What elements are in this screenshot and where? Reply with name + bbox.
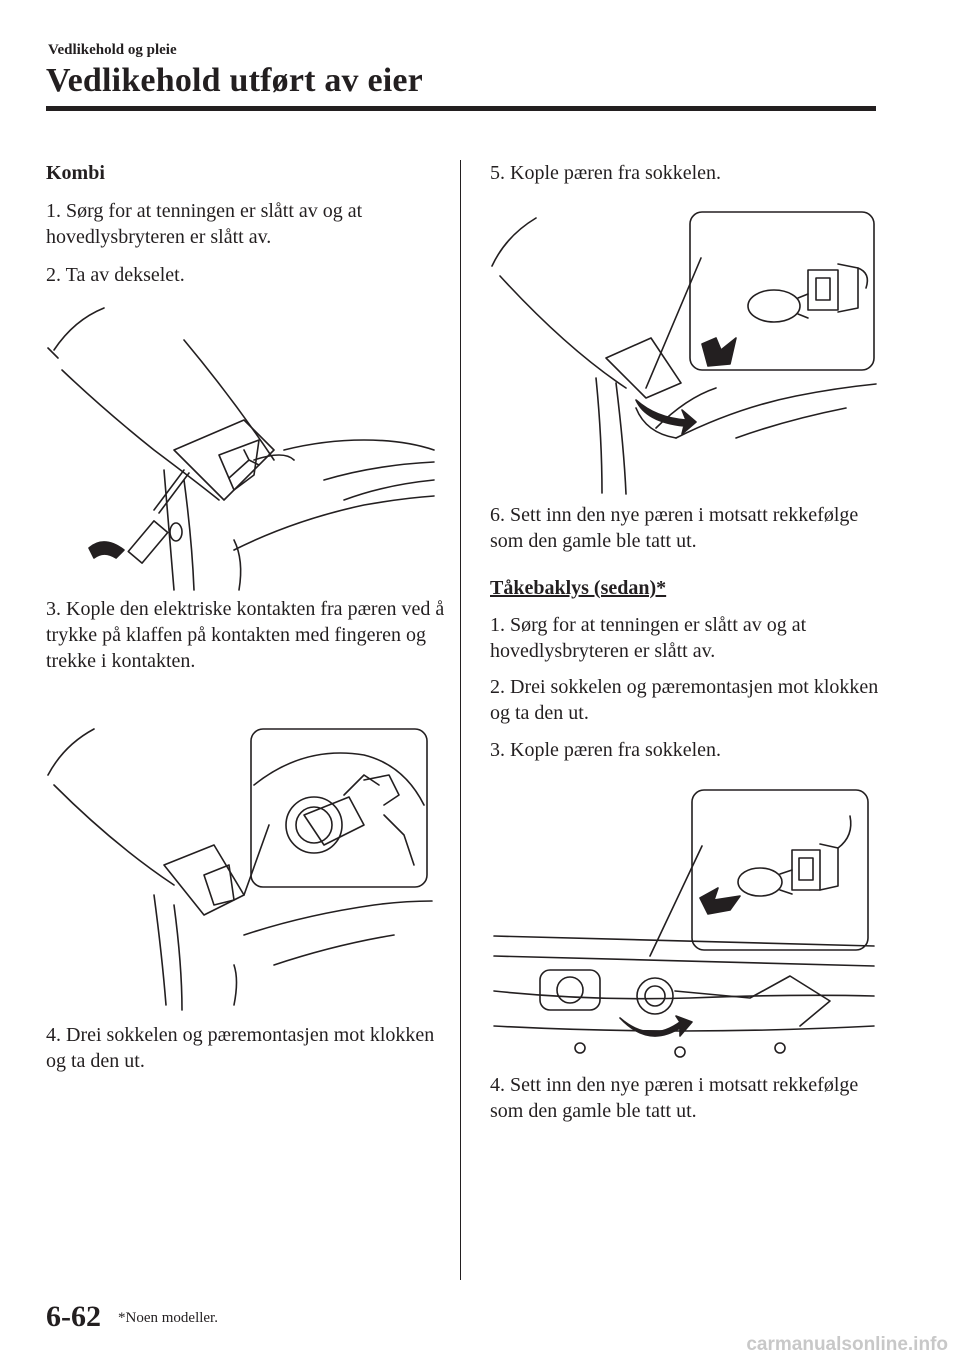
footnote: *Noen modeller. xyxy=(118,1310,218,1326)
step-text-continued: rekkefølge som den gamle ble tatt ut. xyxy=(490,504,859,552)
step-text: Kople pæren fra sokkelen. xyxy=(510,162,722,184)
page-number: 6-62 xyxy=(46,1300,101,1333)
right-step-5: 5. Kople pæren fra sokkelen. xyxy=(490,160,890,186)
step-number: 3. xyxy=(46,598,61,620)
right-fog-step-2: 2. Drei sokkelen og pæremontasjen mot kl… xyxy=(490,674,890,726)
step-text: Sett inn den nye pæren i motsatt xyxy=(510,1074,768,1096)
step-text: Sett inn den nye pæren i motsatt xyxy=(510,504,768,526)
step-number: 2. xyxy=(490,676,505,698)
step-text-continued: klokken og ta den ut. xyxy=(46,1024,435,1072)
right-fog-step-4: 4. Sett inn den nye pæren i motsatt rekk… xyxy=(490,1072,890,1124)
step-text-continued: klokken og ta den ut. xyxy=(490,676,879,724)
page-title: Vedlikehold utført av eier xyxy=(46,62,423,99)
illustration-cover-removal xyxy=(47,307,435,591)
watermark: carmanualsonline.info xyxy=(746,1334,948,1355)
left-step-1: 1. Sørg for at tenningen er slått av og … xyxy=(46,198,446,250)
step-text-continued: rekkefølge som den gamle ble tatt ut. xyxy=(490,1074,859,1122)
step-text-continued: hovedlysbryteren er slått av. xyxy=(46,226,272,248)
illustration-connector-removal xyxy=(47,728,433,1011)
step-number: 1. xyxy=(46,200,61,222)
step-number: 4. xyxy=(490,1074,505,1096)
step-text: Sørg for at tenningen er slått av og at xyxy=(510,614,807,636)
right-step-6: 6. Sett inn den nye pæren i motsatt rekk… xyxy=(490,502,890,554)
heading-kombi: Kombi xyxy=(46,162,105,184)
step-number: 4. xyxy=(46,1024,61,1046)
left-step-3: 3. Kople den elektriske kontakten fra pæ… xyxy=(46,596,446,674)
step-number: 5. xyxy=(490,162,505,184)
step-number: 2. xyxy=(46,264,61,286)
step-text: Sørg for at tenningen er slått av og at xyxy=(66,200,363,222)
step-text: Drei sokkelen og pæremontasjen mot xyxy=(510,676,809,698)
step-number: 1. xyxy=(490,614,505,636)
left-step-2: 2. Ta av dekselet. xyxy=(46,262,446,288)
step-number: 3. xyxy=(490,739,505,761)
step-text: Kople pæren fra sokkelen. xyxy=(510,739,722,761)
left-step-4: 4. Drei sokkelen og pæremontasjen mot kl… xyxy=(46,1022,446,1074)
right-fog-step-1: 1. Sørg for at tenningen er slått av og … xyxy=(490,612,890,664)
step-text-continued: hovedlysbryteren er slått av. xyxy=(490,640,716,662)
heading-fog-light: Tåkebaklys (sedan)* xyxy=(490,577,667,599)
step-number: 6. xyxy=(490,504,505,526)
step-text-continued: pæren ved å trykke på klaffen på kontakt… xyxy=(46,598,445,672)
step-text: Drei sokkelen og pæremontasjen mot xyxy=(66,1024,365,1046)
illustration-fog-light-bulb xyxy=(493,789,875,1058)
step-text: Kople den elektriske kontakten fra xyxy=(66,598,343,620)
section-label: Vedlikehold og pleie xyxy=(48,42,177,58)
title-rule xyxy=(46,106,876,111)
column-divider xyxy=(460,160,461,1280)
illustration-bulb-removal xyxy=(491,211,877,495)
right-fog-step-3: 3. Kople pæren fra sokkelen. xyxy=(490,737,890,763)
step-text: Ta av dekselet. xyxy=(65,264,185,286)
